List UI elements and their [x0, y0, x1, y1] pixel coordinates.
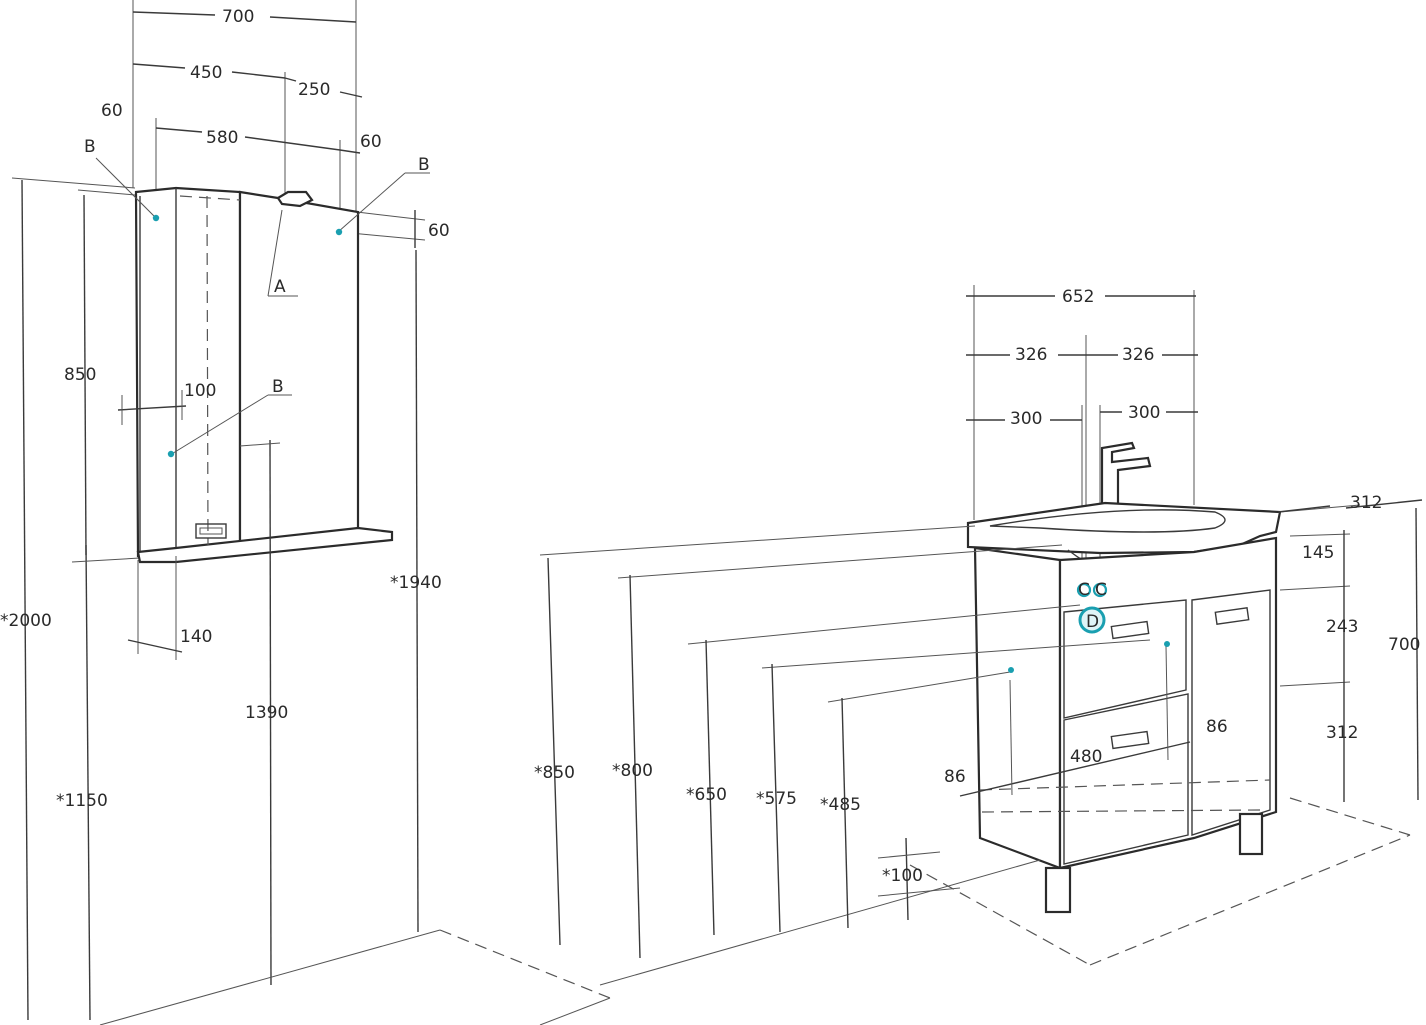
marker-b2 — [335, 228, 343, 236]
dim-652: 652 — [1062, 287, 1094, 307]
marker-d — [1078, 606, 1106, 634]
mirror-labels: 700 450 250 60 580 60 60 850 100 140 *19… — [0, 7, 450, 811]
dim-300-left: 300 — [1010, 409, 1042, 429]
dim-850: 850 — [64, 365, 96, 385]
dim-1390: 1390 — [245, 703, 288, 723]
dim-300-right: 300 — [1128, 403, 1160, 423]
dim-580: 580 — [206, 128, 238, 148]
dim-86-left: 86 — [944, 767, 966, 787]
dim-700-vanity: 700 — [1388, 635, 1420, 655]
dim-480: 480 — [1070, 747, 1102, 767]
marker-b3 — [167, 450, 175, 458]
marker-c2 — [1092, 582, 1108, 598]
vanity-unit — [539, 285, 1423, 986]
dim-700: 700 — [222, 7, 254, 27]
callout-b3: B — [272, 377, 284, 397]
dim-243: 243 — [1326, 617, 1358, 637]
callout-b1: B — [84, 137, 96, 157]
mirror-cabinet — [11, 0, 611, 1025]
dim-60-top: 60 — [428, 221, 450, 241]
dim-60-left: 60 — [101, 101, 123, 121]
dim-575: *575 — [756, 789, 797, 809]
callout-b2: B — [418, 155, 430, 175]
marker-c1 — [1076, 582, 1092, 598]
dim-326-left: 326 — [1015, 345, 1047, 365]
vanity-labels: 652 326 326 300 300 312 145 243 312 700 … — [534, 287, 1420, 886]
dim-2000: *2000 — [0, 611, 52, 631]
dim-850-floor: *850 — [534, 763, 575, 783]
dim-485: *485 — [820, 795, 861, 815]
dim-100: 100 — [184, 381, 216, 401]
dim-1940: *1940 — [390, 573, 442, 593]
callout-c2: C — [1095, 580, 1107, 600]
dim-800: *800 — [612, 761, 653, 781]
dim-312-depth: 312 — [1350, 493, 1382, 513]
dim-326-right: 326 — [1122, 345, 1154, 365]
dim-312-lower: 312 — [1326, 723, 1358, 743]
marker-b-vanity-right — [1164, 641, 1170, 647]
dim-86-right: 86 — [1206, 717, 1228, 737]
dim-100-leg: *100 — [882, 866, 923, 886]
callout-d: D — [1086, 612, 1099, 632]
dim-650: *650 — [686, 785, 727, 805]
dim-140: 140 — [180, 627, 212, 647]
dim-250: 250 — [298, 80, 330, 100]
dim-1150: *1150 — [56, 791, 108, 811]
dim-145: 145 — [1302, 543, 1334, 563]
callout-c1: C — [1078, 580, 1090, 600]
callout-a: A — [274, 277, 286, 297]
marker-b-vanity-left — [1008, 667, 1014, 673]
dim-60-right: 60 — [360, 132, 382, 152]
marker-b1 — [152, 214, 160, 222]
dim-450: 450 — [190, 63, 222, 83]
